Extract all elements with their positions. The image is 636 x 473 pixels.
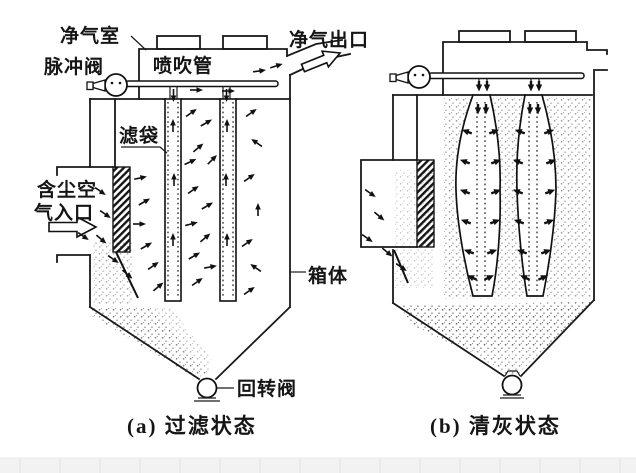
- rotary-valve-icon-right: [501, 374, 523, 396]
- label-pulse-valve: 脉冲阀: [43, 55, 104, 78]
- pulse-valve-icon: [104, 73, 128, 97]
- label-casing: 箱体: [308, 264, 348, 287]
- diffuser-plate-right: [416, 159, 435, 248]
- label-dusty-air-inlet-line2: 气入口: [33, 201, 94, 224]
- label-clean-air-chamber: 净气室: [60, 24, 120, 47]
- pulse-valve-right-unit: [389, 65, 585, 89]
- roof-box-3: [458, 30, 511, 43]
- left-unit-filtering: 净气室 脉冲阀 喷吹管 净气出口 滤袋 含尘空 气入口 箱体 回转阀 (a) 过…: [33, 24, 369, 438]
- hopper-left: [88, 305, 292, 402]
- diffuser-plate-left: [112, 166, 131, 253]
- blow-pipe-left: [125, 80, 279, 88]
- roof-box-4: [524, 30, 577, 43]
- leader-lines-left: [121, 35, 306, 389]
- label-clean-air-outlet: 净气出口: [289, 28, 369, 51]
- clean-air-plenum-right: [442, 30, 608, 301]
- footer-strip: [0, 457, 636, 473]
- caption-filtering-state: (a) 过滤状态: [127, 414, 257, 438]
- pulse-valve-icon-right: [407, 65, 431, 89]
- roof-box-1: [156, 35, 201, 50]
- hopper-right: [391, 298, 596, 399]
- dust-stipple-left: [92, 242, 212, 379]
- blow-pipe-right: [428, 72, 585, 80]
- pulse-valve-left-unit: [86, 73, 279, 99]
- label-dusty-air-inlet-line1: 含尘空: [37, 178, 97, 201]
- inlet-duct-left: [48, 98, 139, 308]
- filter-bag-left-2: [219, 98, 237, 302]
- label-rotary-valve: 回转阀: [237, 377, 297, 400]
- caption-cleaning-state: (b) 清灰状态: [430, 414, 561, 438]
- label-filter-bag: 滤袋: [119, 124, 159, 147]
- inlet-duct-right: [360, 94, 435, 304]
- rotary-valve-icon-left: [196, 377, 218, 399]
- roof-box-2: [222, 35, 268, 50]
- right-unit-cleaning: (b) 清灰状态: [359, 30, 608, 438]
- label-blow-pipe: 喷吹管: [153, 54, 213, 77]
